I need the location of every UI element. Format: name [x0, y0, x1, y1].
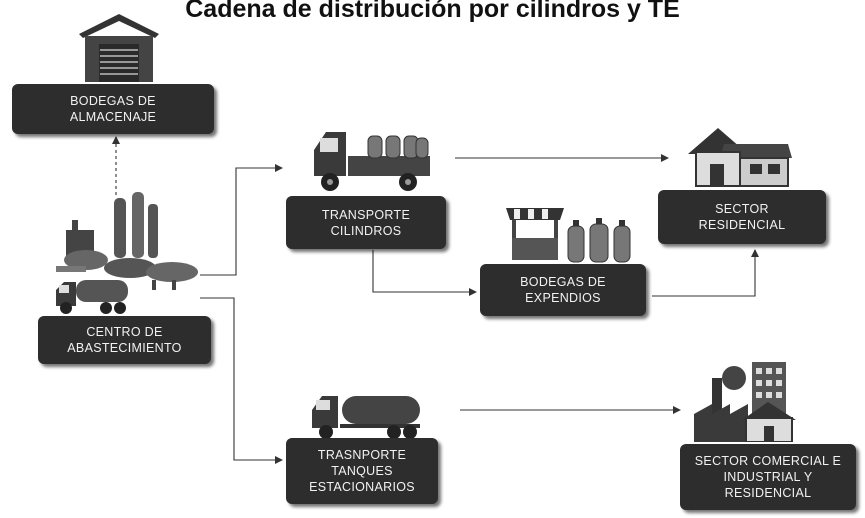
node-bodegas-expendios: BODEGAS DE EXPENDIOS: [480, 264, 646, 316]
diagram-title: Cadena de distribución por cilindros y T…: [185, 0, 680, 23]
node-label-line: TANQUES: [331, 464, 393, 478]
connector-expendios-to-residencial: [652, 249, 759, 297]
node-label-line: CILINDROS: [330, 223, 402, 238]
node-label-line: ABASTECIMIENTO: [67, 341, 182, 355]
node-bodegas-almacenaje: BODEGAS DE ALMACENAJE: [12, 84, 214, 134]
node-label-line: ALMACENAJE: [69, 110, 157, 124]
node-label-line: ESTACIONARIOS: [309, 480, 415, 494]
connector-cilindros-to-expendios: [372, 250, 477, 296]
node-label-line: RESIDENCIAL: [724, 486, 812, 500]
node-sector-residencial: SECTOR RESIDENCIAL: [658, 190, 826, 244]
node-label-line: CENTRO DE: [86, 325, 163, 339]
house-icon: [688, 128, 792, 187]
node-transporte-tanques: TRASNPORTE TANQUES ESTACIONARIOS: [286, 438, 438, 504]
connector-centro-to-transporte-cilindros: [200, 164, 283, 276]
node-label-line: TRANSPORTE: [321, 207, 411, 222]
node-label-line: INDUSTRIAL Y: [723, 470, 813, 484]
connector-centro-to-transporte-tanques: [200, 297, 283, 464]
market-stall-icon: [506, 208, 564, 260]
fuel-truck-icon: [56, 280, 128, 314]
node-label-line: SECTOR COMERCIAL E: [694, 454, 842, 468]
node-label-line: EXPENDIOS: [525, 291, 601, 305]
node-label-line: RESIDENCIAL: [698, 218, 786, 232]
plant-icon: [56, 192, 198, 290]
gas-cylinders-icon: [567, 218, 631, 263]
factory-icon: [694, 362, 796, 442]
warehouse-icon: [79, 14, 159, 82]
cylinder-truck-icon: [314, 132, 430, 191]
node-centro-abastecimiento: CENTRO DE ABASTECIMIENTO: [38, 316, 211, 364]
node-label-line: BODEGAS DE: [520, 275, 606, 289]
node-sector-comercial: SECTOR COMERCIAL E INDUSTRIAL Y RESIDENC…: [680, 444, 856, 510]
node-label-line: SECTOR: [715, 202, 769, 216]
node-label-line: BODEGAS DE: [70, 94, 156, 108]
tanker-truck-icon: [312, 396, 420, 439]
node-label-line: TRASNPORTE: [317, 448, 407, 462]
node-transporte-cilindros: TRANSPORTE CILINDROS: [286, 196, 446, 249]
